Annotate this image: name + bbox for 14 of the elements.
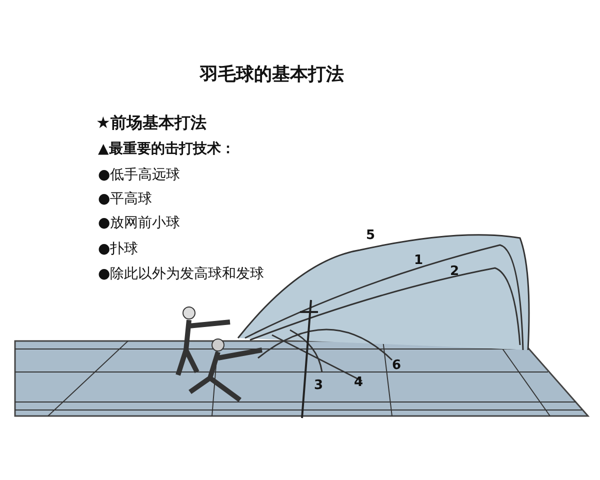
- bullet-item: ●除此以外为发高球和发球: [98, 265, 264, 283]
- section-heading: ★前场基本打法: [96, 113, 206, 134]
- callout-number: 5: [366, 228, 376, 243]
- callout-number: 6: [392, 358, 402, 373]
- callout-number: 1: [414, 253, 424, 268]
- callout-number: 4: [354, 375, 364, 390]
- callout-number: 3: [314, 378, 324, 393]
- title: 羽毛球的基本打法: [200, 63, 344, 86]
- subheading: ▲最重要的击打技术：: [98, 140, 235, 158]
- bullet-item: ●扑球: [98, 240, 138, 258]
- bullet-item: ●放网前小球: [98, 214, 180, 232]
- bullet-item: ●平高球: [98, 190, 152, 208]
- bullet-item: ●低手高远球: [98, 166, 180, 184]
- callout-number: 2: [450, 264, 460, 279]
